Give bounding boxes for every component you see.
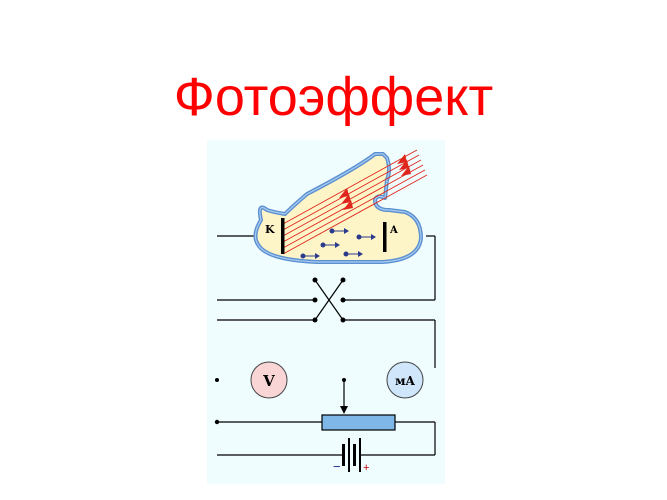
battery-plus-sign: +: [363, 462, 369, 474]
electrons: [300, 228, 376, 259]
anode: [383, 222, 387, 252]
voltmeter-label: V: [262, 372, 275, 390]
ray-arrowheads: [339, 154, 411, 210]
circuit-wires: [217, 235, 436, 456]
light-rays: [282, 149, 428, 255]
battery: [342, 438, 361, 472]
slide-title: Фотоэффект: [173, 67, 494, 127]
rheostat: [321, 414, 396, 431]
cathode-label: K: [265, 223, 275, 236]
milliammeter: мA: [386, 361, 424, 399]
milliammeter-label: мA: [395, 374, 415, 388]
switch-contacts: [214, 277, 346, 425]
vacuum-tube: [253, 152, 423, 264]
photoeffect-circuit-diagram: K A V мA: [207, 140, 445, 484]
slider-arrow-icon: [340, 406, 348, 414]
voltmeter: V: [250, 361, 288, 399]
anode-label: A: [389, 225, 398, 236]
cathode: [281, 218, 285, 254]
battery-minus-sign: −: [333, 459, 341, 474]
